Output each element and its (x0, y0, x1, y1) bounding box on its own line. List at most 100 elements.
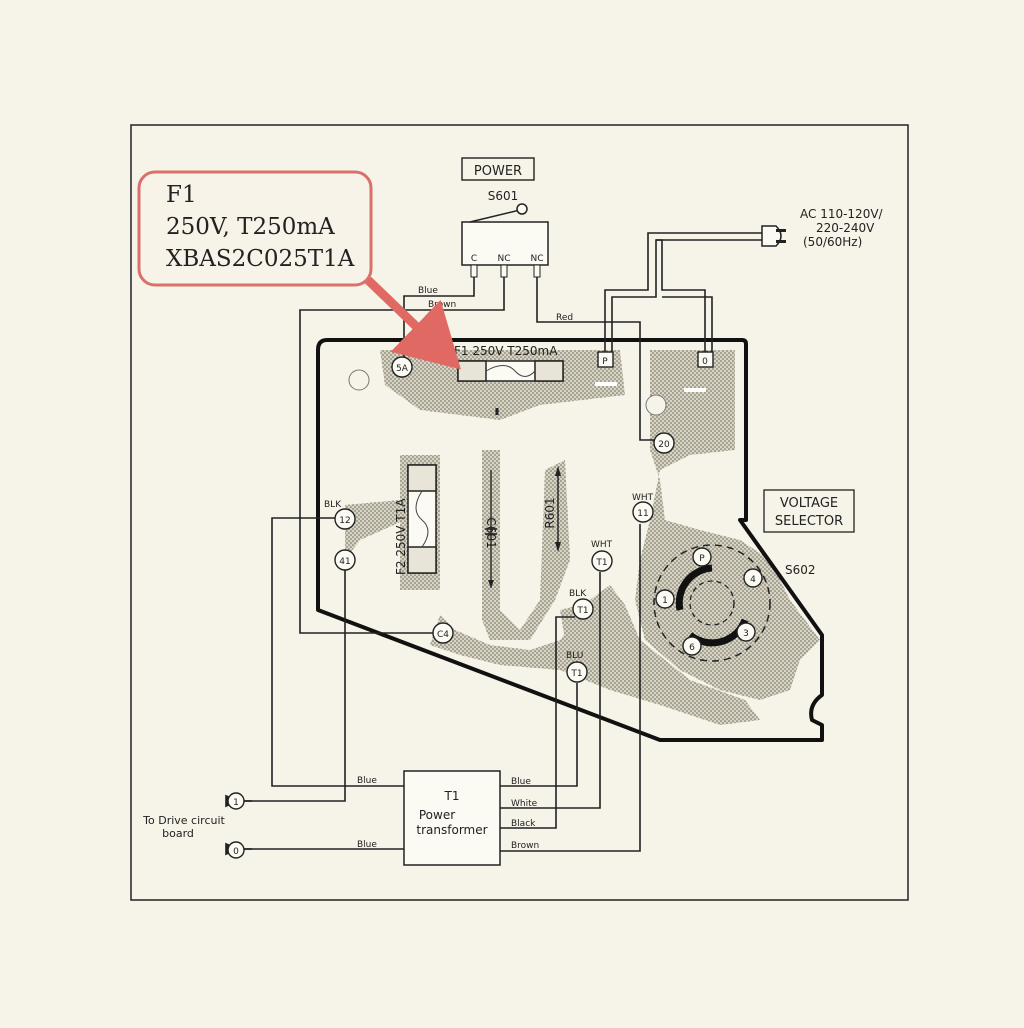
transformer-box (403, 770, 501, 866)
terminal-20 (653, 432, 675, 454)
voltage-selector-label-1: VOLTAGE (780, 496, 838, 511)
selector-dial-inner (689, 580, 735, 626)
capacitor-c601: C601 (484, 470, 498, 588)
power-label-box (461, 157, 535, 181)
ac-frequency: (50/60Hz) (803, 235, 862, 249)
wire-label-blue-top: Blue (418, 286, 438, 296)
selector-pos-4 (743, 568, 763, 588)
svg-text:P: P (699, 554, 705, 564)
drive-board-connection: 1 0 To Drive circuit board (142, 792, 245, 859)
ac-voltage-line1: AC 110-120V/ (800, 207, 884, 221)
pcb-outline (316, 338, 824, 742)
power-transformer-t1: T1 Power transformer (403, 770, 501, 866)
terminal-p (597, 351, 614, 368)
terminal-41 (334, 549, 356, 571)
pad-slot (684, 388, 706, 392)
svg-text:0: 0 (233, 847, 239, 857)
svg-text:6: 6 (689, 643, 695, 653)
wire-label-brown-top: Brown (428, 300, 456, 310)
term-label-wht-mid: WHT (591, 540, 613, 550)
mount-hole (348, 369, 370, 391)
svg-text:1: 1 (233, 798, 239, 808)
svg-text:12: 12 (339, 516, 350, 526)
svg-text:T1: T1 (595, 558, 607, 568)
svg-text:3: 3 (743, 629, 749, 639)
fuse-f1: F1 250V T250mA (454, 344, 564, 382)
power-switch-body (461, 221, 549, 266)
resistor-r601: R601 (543, 466, 561, 552)
svg-text:4: 4 (750, 575, 756, 585)
ac-plug: AC 110-120V/ 220-240V (50/60Hz) (761, 207, 884, 249)
drive-pin-0 (227, 841, 245, 859)
terminal-11 (632, 501, 654, 523)
terminal-12 (334, 508, 356, 530)
voltage-selector-label-box (763, 489, 855, 533)
drive-label-line1: To Drive circuit (142, 814, 225, 827)
svg-text:11: 11 (637, 509, 648, 519)
wire-label-t1-white: White (511, 799, 538, 809)
wire-label-t1-brown: Brown (511, 841, 539, 851)
terminal-t1-blk (572, 598, 594, 620)
selector-pos-3 (736, 622, 756, 642)
terminal-t1-blu (566, 661, 588, 683)
terminal-0 (697, 351, 714, 368)
switch-pin-c: C (471, 254, 477, 264)
fuse-f1-label: F1 250V T250mA (454, 344, 558, 358)
diagram-frame (130, 124, 909, 901)
svg-text:P: P (602, 357, 608, 367)
callout-box (137, 170, 373, 287)
term-label-blk-left: BLK (324, 500, 342, 510)
term-label-blk-mid: BLK (569, 589, 587, 599)
transformer-ref: T1 (444, 789, 460, 803)
svg-text:0: 0 (702, 357, 708, 367)
wire-label-blue-bottom: Blue (357, 840, 377, 850)
power-switch-actuator (516, 203, 528, 215)
transformer-line2: transformer (416, 823, 487, 837)
r601-label: R601 (543, 497, 557, 528)
svg-text:T1: T1 (576, 606, 588, 616)
power-switch-lever (469, 209, 521, 223)
switch-pin-nc1: NC (497, 254, 510, 264)
selector-contact-upper (675, 564, 713, 611)
selector-pos-6 (682, 636, 702, 656)
callout-arrow (364, 276, 461, 370)
selector-pos-p (692, 547, 712, 567)
selector-pos-1 (655, 589, 675, 609)
svg-text:41: 41 (339, 557, 350, 567)
power-label: POWER (474, 164, 522, 179)
fuse-f2: F2 250V T1A (394, 464, 437, 575)
svg-text:1: 1 (662, 596, 668, 606)
pad-slot (595, 382, 617, 386)
svg-text:20: 20 (658, 440, 670, 450)
svg-text:T1: T1 (570, 669, 582, 679)
ac-voltage-line2: 220-240V (816, 221, 875, 235)
terminal-t1-wht (591, 550, 613, 572)
drive-label-line2: board (162, 827, 194, 840)
power-switch-ref: S601 (488, 189, 519, 203)
mount-hole (645, 394, 667, 416)
wire-label-t1-blue: Blue (511, 777, 531, 787)
fuse-f2-label: F2 250V T1A (394, 498, 408, 575)
switch-pin-nc2: NC (530, 254, 543, 264)
transformer-line1: Power (419, 808, 455, 822)
voltage-selector-label-2: SELECTOR (775, 514, 843, 529)
term-label-wht-top: WHT (632, 493, 654, 503)
wire-label-blue-left: Blue (357, 776, 377, 786)
terminal-c4 (432, 622, 454, 644)
wire-label-t1-black: Black (511, 819, 536, 829)
voltage-selector-s602: VOLTAGE SELECTOR S602 P 1 6 3 4 (653, 489, 855, 662)
svg-text:C4: C4 (437, 630, 449, 640)
power-switch-s601: POWER S601 C NC NC (461, 157, 549, 278)
svg-text:5A: 5A (396, 364, 409, 374)
wire-label-red-top: Red (556, 313, 573, 323)
selector-dial-outline (653, 544, 771, 662)
voltage-selector-ref: S602 (785, 563, 816, 577)
callout-line3: XBAS2C025T1A (166, 246, 355, 272)
term-label-blu-mid: BLU (566, 651, 583, 661)
fuse-callout: F1 250V, T250mA XBAS2C025T1A (137, 170, 461, 370)
drive-pin-1 (227, 792, 245, 810)
callout-line2: 250V, T250mA (166, 214, 335, 240)
callout-line1: F1 (166, 182, 197, 208)
